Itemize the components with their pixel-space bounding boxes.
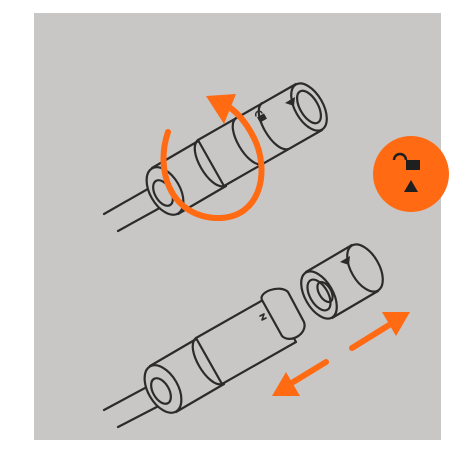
pull-apart-arrows-icon [272,312,410,396]
bottom-connector [102,243,410,429]
collar-triangle-marker-icon [340,256,350,265]
triangle-marker-icon [285,97,295,106]
unlocked-padlock-icon [392,152,420,170]
detached-collar [300,243,384,320]
bottom-plug-body [191,287,306,386]
top-connector [102,82,328,233]
top-collar [193,82,328,188]
unlock-icon [254,110,267,123]
plug-unlock-icon [259,313,267,321]
triangle-up-icon [404,180,418,192]
rotate-arrow-icon [160,94,265,222]
unlock-badge [373,136,449,212]
